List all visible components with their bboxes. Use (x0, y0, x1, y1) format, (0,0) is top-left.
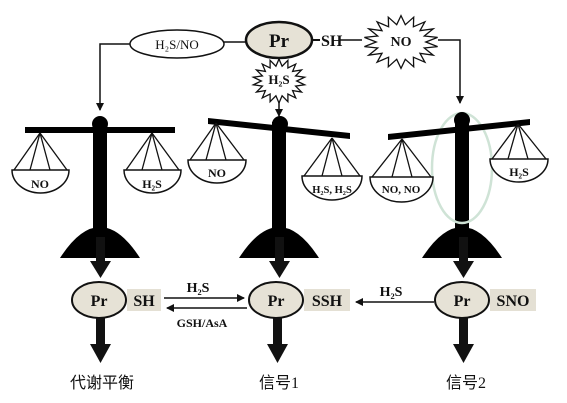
scale-middle-pillar (272, 122, 286, 248)
outcome-right-label: 信号2 (446, 374, 486, 392)
scale-right-right-pan (489, 158, 549, 183)
scale-left-right-pan (123, 169, 182, 194)
scale-right: NO, NO H₂S (369, 111, 549, 258)
top-thiol-label: SH (321, 33, 343, 50)
scale-left: NO H₂S (11, 116, 182, 258)
scale-right-left-strings (371, 138, 432, 178)
state-left-group-box (127, 289, 161, 311)
scale-middle: NO H₂S, H₂S (187, 116, 363, 258)
state-left: Pr SH (71, 281, 161, 319)
scale-left-left-strings (13, 132, 68, 171)
outcome-left-label: 代谢平衡 (70, 374, 134, 392)
conversion-sno-to-ssh: H₂S (355, 285, 434, 306)
edge-left-arrow (96, 43, 130, 111)
scale-left-pillar (93, 126, 107, 248)
scale-middle-pivot (272, 116, 288, 132)
scale-right-beam (388, 119, 530, 140)
scale-right-right-pan-label: H₂S (509, 165, 529, 179)
edge-right-label: NO (391, 35, 412, 50)
top-protein-label: Pr (269, 31, 290, 52)
edge-right-arrow (438, 39, 464, 104)
scale-left-left-pan (11, 169, 70, 194)
scale-right-left-pan-label: NO, NO (382, 184, 421, 196)
scale-left-pivot (92, 116, 108, 132)
arrow-scale-left-down (90, 237, 111, 278)
arrow-scale-right-down (453, 237, 474, 278)
scale-middle-right-pan-label: H₂S, H₂S (312, 185, 352, 196)
conversion-ssh-to-sh: GSH/AsA (166, 304, 247, 330)
scale-middle-left-pan-label: NO (208, 166, 226, 180)
no-starburst (364, 14, 438, 70)
state-right: Pr SNO (434, 281, 536, 319)
edge-left-label: H₂S/NO (155, 37, 199, 52)
scale-middle-left-pan (187, 159, 247, 184)
state-right-group-box (490, 289, 536, 311)
state-left-group-label: SH (133, 293, 155, 310)
state-right-protein-label: Pr (454, 293, 471, 310)
top-protein-node: Pr SH (244, 20, 343, 60)
scale-middle-left-strings (189, 122, 245, 161)
scale-right-pillar (455, 120, 469, 248)
state-to-outcome-arrows (90, 318, 474, 363)
state-middle-group-box (304, 289, 350, 311)
conversion-sno-to-ssh-label: H₂S (380, 285, 403, 300)
scale-right-left-pan (369, 176, 434, 203)
scale-left-left-pan-label: NO (31, 177, 49, 191)
state-right-group-label: SNO (497, 293, 530, 310)
state-left-protein-label: Pr (91, 293, 108, 310)
conversion-ssh-to-sh-label: GSH/AsA (177, 316, 228, 330)
arrow-state-right-down (453, 318, 474, 363)
scale-right-right-strings (491, 123, 547, 160)
edge-middle-label: H₂S (268, 72, 289, 87)
scale-middle-right-pan (301, 175, 363, 201)
scale-left-right-pan-label: H₂S (142, 177, 162, 191)
scale-right-pivot (454, 112, 470, 128)
scale-to-state-arrows (90, 237, 474, 278)
scale-middle-right-strings (303, 137, 361, 177)
edge-to-middle-scale: H₂S (251, 57, 307, 117)
scale-left-right-strings (125, 132, 180, 171)
arrow-scale-middle-down (269, 237, 290, 278)
conversion-sh-to-ssh: H₂S (164, 281, 245, 302)
arrow-state-left-down (90, 318, 111, 363)
state-middle-protein-label: Pr (268, 293, 285, 310)
state-middle-group-label: SSH (312, 293, 343, 310)
conversion-sh-to-ssh-label: H₂S (187, 281, 210, 296)
arrow-state-middle-down (267, 318, 288, 363)
edge-to-left-scale: H₂S/NO (96, 29, 246, 111)
outcome-middle-label: 信号1 (259, 374, 299, 392)
edge-to-right-scale: NO (340, 14, 464, 104)
state-middle: Pr SSH (248, 281, 350, 319)
